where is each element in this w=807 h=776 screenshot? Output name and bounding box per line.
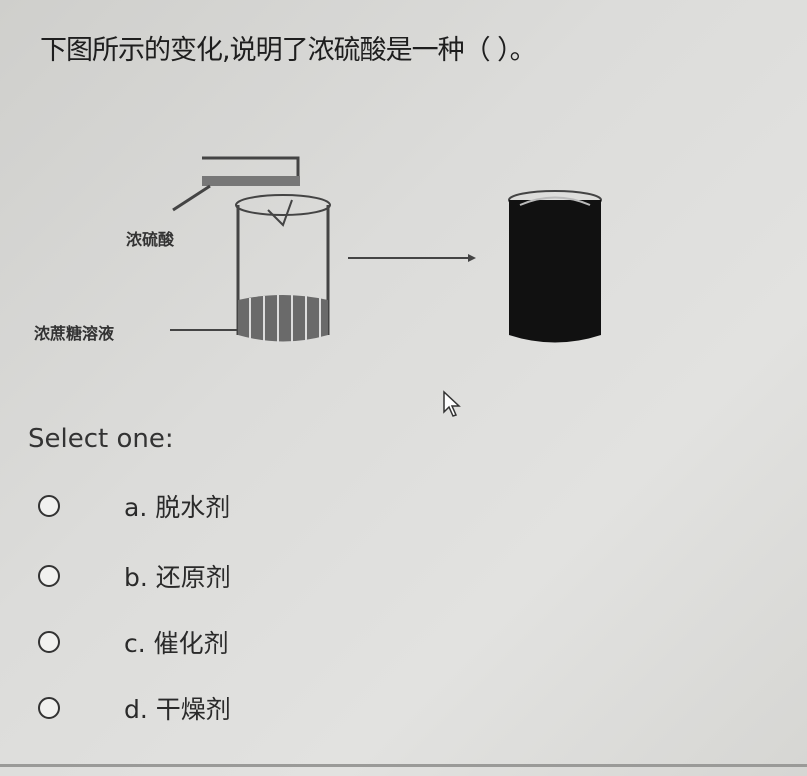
option-label: c. 催化剂 — [124, 629, 229, 658]
question-text: 下图所示的变化,说明了浓硫酸是一种（ ）。 — [40, 35, 537, 66]
option-label: b. 还原剂 — [124, 563, 231, 592]
beaker-diagram — [170, 156, 602, 344]
question-diagram: 浓硫酸 浓蔗糖溶液 — [30, 150, 630, 370]
label-concentrated-sulfuric-acid: 浓硫酸 — [126, 230, 175, 249]
divider — [0, 764, 807, 767]
option-b[interactable]: b. 还原剂 — [38, 558, 231, 594]
option-label: d. 干燥剂 — [124, 695, 231, 724]
radio-unchecked-icon[interactable] — [38, 631, 60, 653]
option-a[interactable]: a. 脱水剂 — [38, 488, 230, 524]
radio-unchecked-icon[interactable] — [38, 565, 60, 587]
option-d[interactable]: d. 干燥剂 — [38, 690, 231, 726]
select-one-prompt: Select one: — [28, 424, 174, 454]
option-c[interactable]: c. 催化剂 — [38, 624, 229, 660]
radio-unchecked-icon[interactable] — [38, 495, 60, 517]
option-label: a. 脱水剂 — [124, 493, 231, 522]
label-sucrose-solution: 浓蔗糖溶液 — [34, 324, 115, 343]
radio-unchecked-icon[interactable] — [38, 697, 60, 719]
arrow-cursor-icon — [443, 390, 461, 417]
